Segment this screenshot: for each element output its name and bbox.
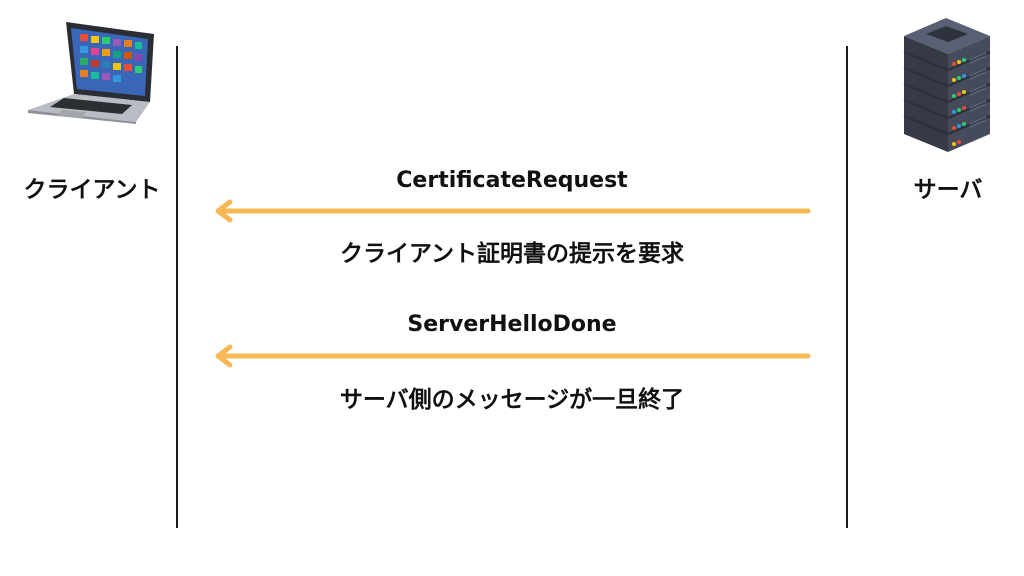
server-label: サーバ bbox=[913, 177, 983, 203]
laptop-icon bbox=[24, 20, 156, 124]
message-arrow bbox=[210, 344, 814, 368]
client-lifeline bbox=[176, 46, 178, 528]
server-lifeline bbox=[846, 46, 848, 528]
message-name: ServerHelloDone bbox=[407, 312, 617, 337]
message-description: サーバ側のメッセージが一旦終了 bbox=[339, 387, 685, 413]
message-name: CertificateRequest bbox=[396, 168, 628, 193]
message-arrow bbox=[210, 199, 814, 223]
message-description: クライアント証明書の提示を要求 bbox=[339, 241, 685, 267]
client-label: クライアント bbox=[23, 177, 161, 203]
server-rack-icon bbox=[896, 14, 996, 156]
